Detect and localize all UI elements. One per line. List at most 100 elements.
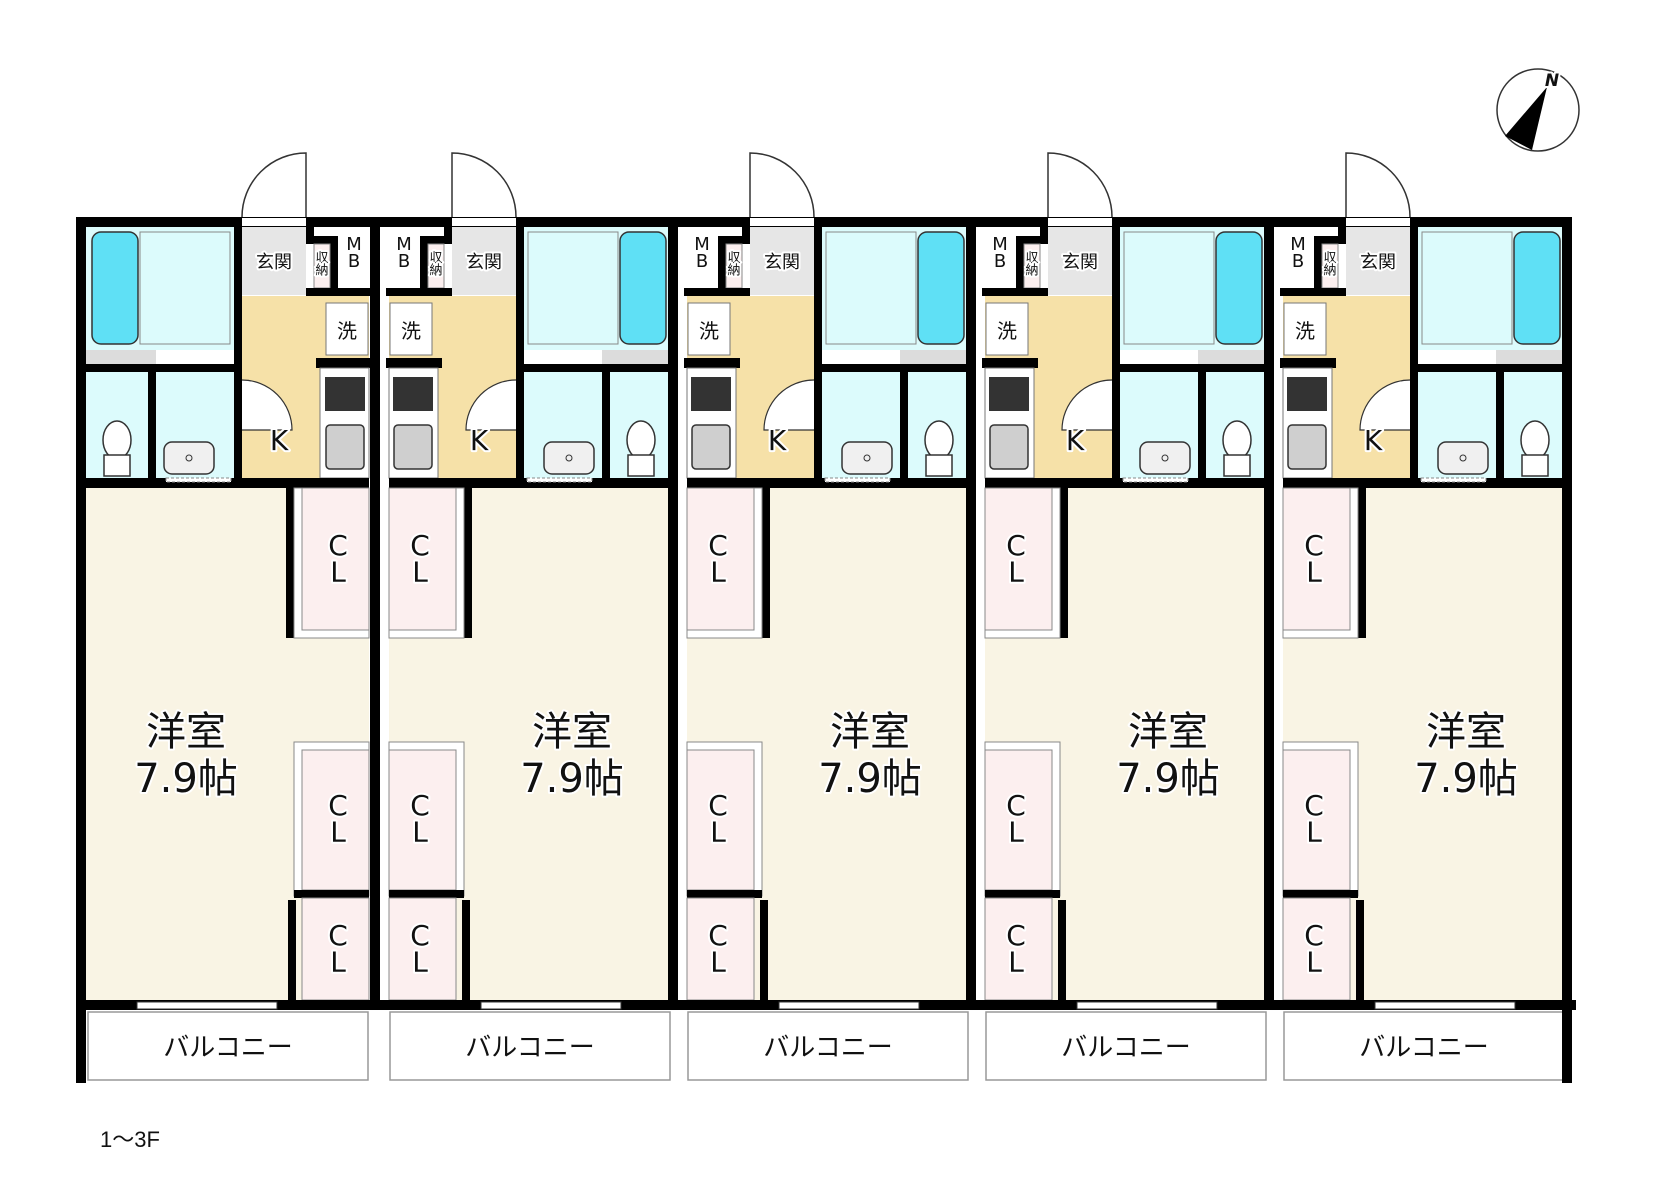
wall: [524, 364, 672, 372]
entrance-opening: [242, 218, 306, 226]
genkan-label: 玄関: [764, 252, 800, 273]
kitchen-label: K: [1364, 424, 1383, 457]
closet-1-inner: [1282, 487, 1351, 631]
balcony: [87, 1011, 369, 1081]
gas-stove-icon: [393, 377, 433, 411]
closet-1-inner: [301, 487, 370, 631]
room-size-label: 7.9帖: [1414, 756, 1518, 802]
sliding-window: [1374, 1001, 1516, 1010]
door-swing-icon: [465, 379, 517, 431]
wall: [985, 478, 1268, 488]
kitchen-sink-icon: [325, 424, 365, 470]
genkan-label: 玄関: [1360, 252, 1396, 273]
kitchen-label: K: [270, 424, 289, 457]
wall: [1120, 364, 1268, 372]
wall: [1283, 890, 1358, 898]
closet-2-inner: [301, 749, 370, 891]
closet-3: [388, 897, 457, 1001]
genkan-floor: [1048, 227, 1112, 295]
toilet-icon: [626, 420, 656, 460]
genkan-label: 玄関: [1062, 252, 1098, 273]
closet-3: [984, 897, 1053, 1001]
room-size-label: 7.9帖: [134, 756, 238, 802]
closet-1-inner: [388, 487, 457, 631]
wall: [718, 236, 726, 296]
meter-box: [389, 227, 420, 288]
wall: [687, 478, 970, 488]
entrance-opening: [1048, 218, 1112, 226]
laundry-space: [325, 302, 369, 356]
wall: [306, 236, 338, 244]
wall: [900, 372, 908, 478]
wall: [370, 217, 380, 1010]
wall: [234, 217, 242, 488]
storage-label: 収納: [727, 251, 740, 278]
transom-window: [1122, 477, 1189, 483]
drain-icon: [565, 454, 573, 462]
shower-area: [1123, 231, 1215, 345]
balcony: [1283, 1011, 1565, 1081]
genkan-label: 玄関: [256, 252, 292, 273]
wall: [1562, 217, 1572, 1083]
closet-3: [1282, 897, 1351, 1001]
door-swing-icon: [763, 379, 815, 431]
kitchen-sink-icon: [989, 424, 1029, 470]
wall: [1314, 236, 1322, 296]
shower-area: [139, 231, 231, 345]
kitchen-label: K: [470, 424, 489, 457]
wall: [602, 372, 610, 478]
door-swing-icon: [1061, 379, 1113, 431]
room-size-label: 7.9帖: [520, 756, 624, 802]
wall: [420, 236, 452, 244]
bath-step: [1496, 350, 1566, 364]
sliding-window: [136, 1001, 278, 1010]
wall: [1280, 288, 1346, 296]
drain-icon: [1161, 454, 1169, 462]
floor-label: 1～3F: [100, 1127, 160, 1152]
toilet-tank-icon: [627, 454, 655, 477]
wall: [389, 478, 672, 488]
wall: [814, 217, 822, 488]
entrance-door-icon: [749, 152, 815, 218]
bathtub-icon: [1513, 231, 1561, 345]
bathtub-icon: [619, 231, 667, 345]
drain-icon: [863, 454, 871, 462]
balcony-label: バルコニー: [1061, 1033, 1190, 1063]
wall: [86, 364, 234, 372]
toilet-icon: [1222, 420, 1252, 460]
laundry-label: 洗: [1295, 319, 1315, 343]
wall: [1280, 358, 1336, 368]
wall: [1418, 364, 1566, 372]
sliding-window: [778, 1001, 920, 1010]
laundry-label: 洗: [699, 319, 719, 343]
toilet-tank-icon: [1521, 454, 1549, 477]
meter-box: [338, 227, 369, 288]
laundry-space: [687, 302, 731, 356]
kitchen-label: K: [1066, 424, 1085, 457]
toilet-tank-icon: [103, 454, 131, 477]
bathtub-icon: [1215, 231, 1263, 345]
wall: [687, 890, 762, 898]
wall: [1198, 372, 1206, 478]
wall: [330, 236, 338, 296]
shower-area: [1421, 231, 1513, 345]
door-swing-icon: [241, 379, 293, 431]
wall: [1112, 217, 1120, 488]
wall: [516, 217, 524, 488]
wall: [316, 358, 372, 368]
wall: [762, 488, 770, 638]
wall: [288, 900, 296, 1000]
kitchen-label: K: [768, 424, 787, 457]
door-swing-icon: [1359, 379, 1411, 431]
balcony-label: バルコニー: [763, 1033, 892, 1063]
entrance-opening: [452, 218, 516, 226]
laundry-space: [1283, 302, 1327, 356]
